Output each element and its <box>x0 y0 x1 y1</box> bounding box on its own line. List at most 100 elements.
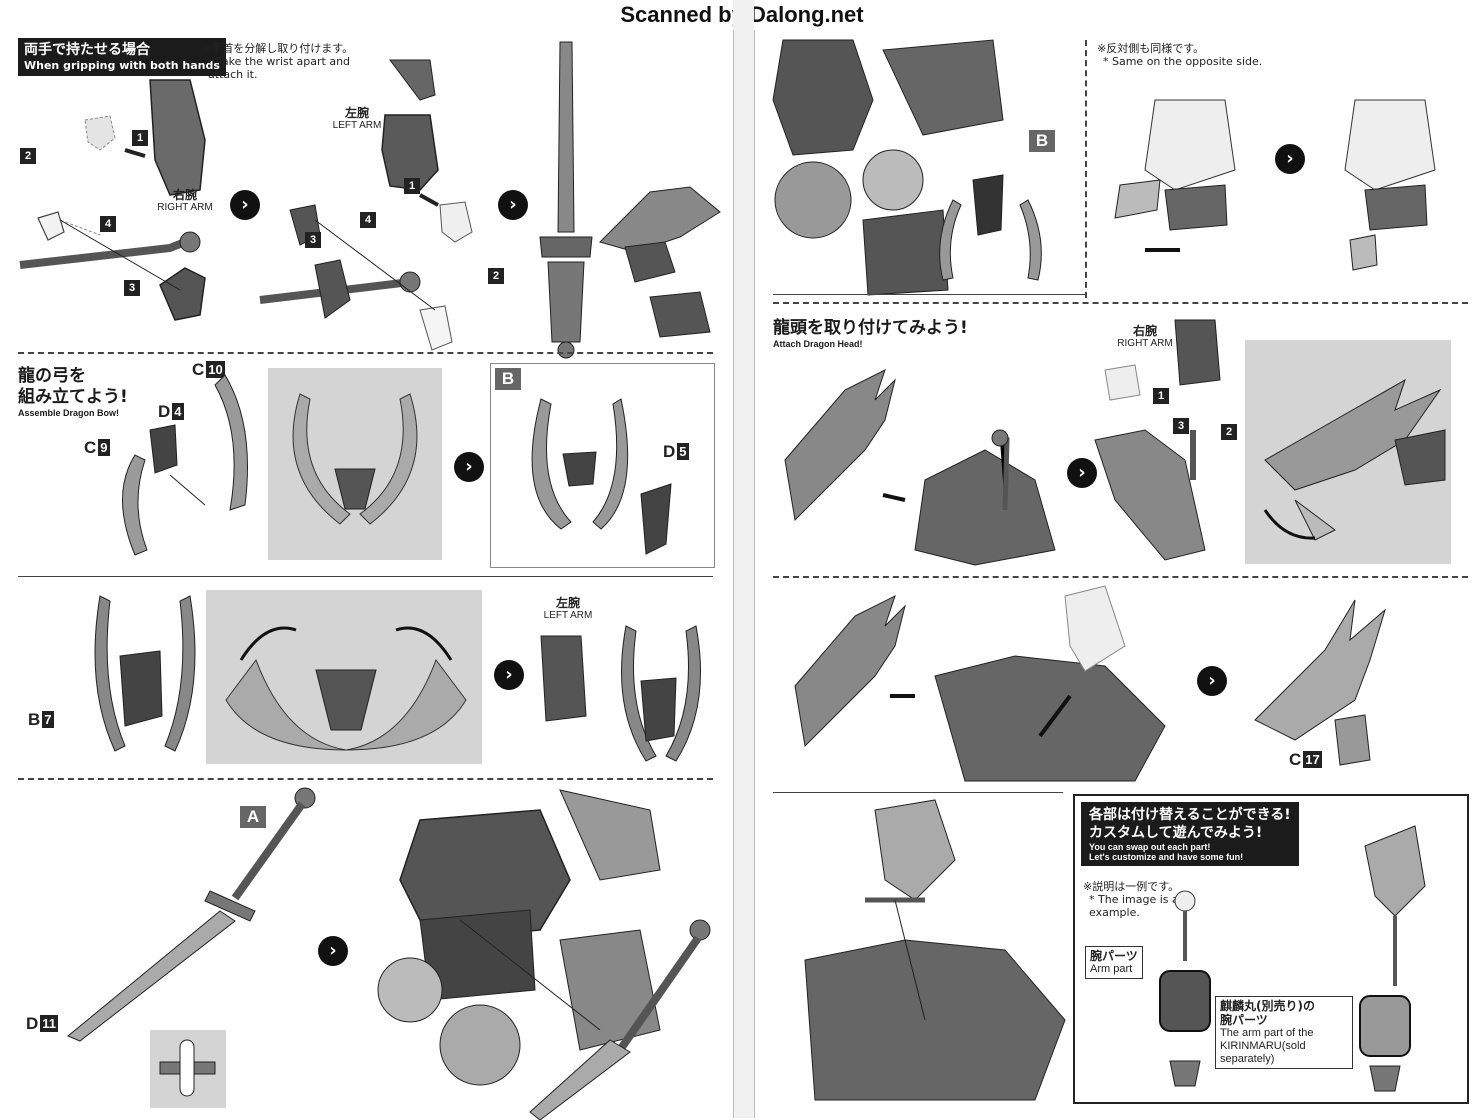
bow-reference-panel <box>268 368 442 560</box>
right-page: B ※反対側も同様です。 * Same on the opposite side… <box>754 30 1484 1118</box>
peg-detail-panel <box>150 1030 226 1108</box>
kirinmaru-arm-tag: 麒麟丸(別売り)の 腕パーツ The arm part of the KIRIN… <box>1215 996 1353 1069</box>
dragon-head-swap-illustration <box>794 585 1166 782</box>
bow-title-jp-1: 龍の弓を <box>18 366 86 386</box>
customize-box: 各部は付け替えることができる! カスタムして遊んでみよう! You can sw… <box>1073 794 1469 1104</box>
kirinmaru-arm-tag-en: The arm part of the KIRINMARU(sold separ… <box>1220 1027 1314 1065</box>
example-note-en: * The image is an example. <box>1089 893 1186 919</box>
bottom-left-rule <box>773 792 1063 793</box>
right-arm-label-en: RIGHT ARM <box>157 202 213 213</box>
dragon-head-title-jp: 龍頭を取り付けてみよう! <box>773 318 968 338</box>
right-arm-label-r: 右腕 RIGHT ARM <box>1115 324 1175 349</box>
dragon-head-detach-illustration <box>784 369 1056 566</box>
dragon-head-body-illustration <box>804 799 1066 1101</box>
left-arm-label-en: LEFT ARM <box>332 120 382 131</box>
sword-hilt-right-illustration <box>19 211 206 321</box>
left-arm-label-2-jp: 左腕 <box>555 596 580 610</box>
right-arm-illustration <box>84 79 206 196</box>
customize-heading-en-1: You can swap out each part! <box>1089 842 1211 852</box>
customize-heading-jp-1: 各部は付け替えることができる! <box>1089 807 1291 823</box>
customize-heading: 各部は付け替えることができる! カスタムして遊んでみよう! You can sw… <box>1081 802 1299 866</box>
sword-assembled-illustration <box>539 41 721 359</box>
right-arm-label: 右腕 RIGHT ARM <box>150 188 220 213</box>
customize-heading-en-2: Let's customize and have some fun! <box>1089 852 1244 862</box>
step-badge-4: 4 <box>100 216 116 232</box>
bow-title-en: Assemble Dragon Bow! <box>18 408 120 418</box>
grip-title-jp: 両手で持たせる場合 <box>24 42 150 58</box>
example-note-jp: ※説明は一例です。 <box>1083 880 1180 893</box>
sword-illustration <box>67 787 316 1042</box>
step-badge-2b: 2 <box>488 268 504 284</box>
peg-detail-illustration <box>159 1039 216 1097</box>
left-arm-bow-illustration <box>540 625 701 762</box>
next-arrow-5: › <box>318 936 348 966</box>
grip-note-en: * Take the wrist apart and attach it. <box>208 55 351 81</box>
box-label-b-right: B <box>1029 130 1055 152</box>
grip-title-en: When gripping with both hands <box>24 59 220 72</box>
divider-2 <box>18 576 713 577</box>
next-arrow-7: › <box>1067 458 1097 488</box>
example-note: ※説明は一例です。 * The image is an example. <box>1083 880 1203 919</box>
divider-1 <box>18 352 713 354</box>
box-label-a: A <box>240 806 266 828</box>
body-sword-illustration <box>377 789 711 1120</box>
dragon-head-arm-illustration <box>1094 319 1221 561</box>
dragon-jaw-illustration <box>1263 378 1446 541</box>
next-arrow-2: › <box>498 190 528 220</box>
leg-armor-illustration-1 <box>1114 99 1236 252</box>
page-gutter <box>733 0 754 1118</box>
grip-title-badge: 両手で持たせる場合 When gripping with both hands <box>18 38 226 76</box>
next-arrow-6: › <box>1275 144 1305 174</box>
bow-mounted-illustration <box>772 39 1042 296</box>
divider-r2 <box>773 576 1468 578</box>
bow-title: 龍の弓を 組み立てよう! Assemble Dragon Bow! <box>18 366 128 419</box>
opposite-note-jp: ※反対側も同様です。 <box>1097 42 1205 55</box>
top-vertical-divider <box>1085 40 1087 298</box>
bow-title-jp-2: 組み立てよう! <box>18 387 128 407</box>
step-badge-3r: 3 <box>1173 418 1189 434</box>
left-arm-label-2: 左腕 LEFT ARM <box>538 596 598 621</box>
dragon-head-title: 龍頭を取り付けてみよう! Attach Dragon Head! <box>773 318 968 350</box>
left-arm-label: 左腕 LEFT ARM <box>322 106 392 131</box>
box-label-b: B <box>495 368 521 390</box>
left-arm-label-2-en: LEFT ARM <box>543 610 593 621</box>
grip-note-jp: ※手首を分解し取り付けます。 <box>202 42 354 55</box>
arm-part-tag-en: Arm part <box>1090 963 1133 975</box>
divider-r1 <box>773 302 1468 304</box>
next-arrow-4: › <box>494 660 524 690</box>
bow-flex-illustration <box>225 626 467 751</box>
arm-part-tag: 腕パーツ Arm part <box>1085 946 1143 979</box>
right-arm-label-r-en: RIGHT ARM <box>1117 338 1173 349</box>
left-arm-illustration <box>259 59 473 351</box>
right-arm-label-jp: 右腕 <box>172 188 197 202</box>
right-arm-label-r-jp: 右腕 <box>1132 324 1157 338</box>
opposite-note-en: * Same on the opposite side. <box>1103 55 1263 68</box>
step-badge-4b: 4 <box>360 212 376 228</box>
step-badge-1r: 1 <box>1153 388 1169 404</box>
arm-part-tag-jp: 腕パーツ <box>1090 949 1138 963</box>
kirinmaru-arm-tag-jp-2: 腕パーツ <box>1220 1013 1268 1027</box>
step-badge-3: 3 <box>124 280 140 296</box>
bow-assembly-illustration <box>531 398 672 555</box>
dragon-jaw-panel <box>1245 340 1451 564</box>
leg-armor-illustration-2 <box>1344 99 1436 271</box>
dragon-head-title-en: Attach Dragon Head! <box>773 339 863 349</box>
grip-note: ※手首を分解し取り付けます。 * Take the wrist apart an… <box>202 42 372 81</box>
step-badge-3b: 3 <box>305 232 321 248</box>
step-badge-1b: 1 <box>404 178 420 194</box>
kirinmaru-arm-tag-jp-1: 麒麟丸(別売り)の <box>1220 999 1315 1013</box>
divider-3 <box>18 778 713 780</box>
next-arrow-3: › <box>454 452 484 482</box>
customize-heading-jp-2: カスタムして遊んでみよう! <box>1089 825 1263 841</box>
dragon-head-attached-illustration <box>1254 599 1386 766</box>
left-page: 両手で持たせる場合 When gripping with both hands … <box>0 30 734 1120</box>
step-badge-2: 2 <box>20 148 36 164</box>
bow-side-illustration <box>94 595 196 752</box>
left-arm-label-jp: 左腕 <box>344 106 369 120</box>
